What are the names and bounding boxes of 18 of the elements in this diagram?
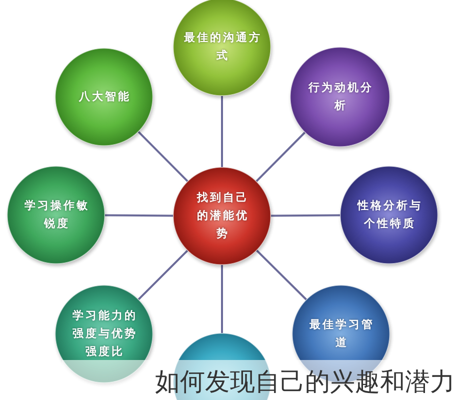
node-label: 行为动机分析 — [307, 80, 374, 114]
connector-line — [105, 214, 173, 217]
connector-line — [138, 250, 188, 300]
connector-line — [221, 265, 223, 333]
connector-line — [271, 214, 340, 217]
connector-line — [138, 131, 188, 182]
topic-circle — [173, 0, 271, 96]
connector-line — [221, 96, 223, 167]
node-label: 学习操作敏锐度 — [24, 198, 90, 232]
central-circle — [173, 167, 271, 265]
node-label: 学习能力的强度与优势强度比 — [72, 308, 138, 360]
connector-line — [256, 132, 306, 182]
node-label: 性格分析与个性特质 — [356, 198, 424, 232]
node-label: 找到自己的潜能优势 — [196, 190, 250, 242]
node-label: 八大智能 — [78, 89, 132, 105]
node-label: 最佳学习管道 — [308, 317, 376, 351]
connector-line — [256, 250, 307, 300]
node-label: 最佳的沟通方式 — [183, 30, 263, 64]
